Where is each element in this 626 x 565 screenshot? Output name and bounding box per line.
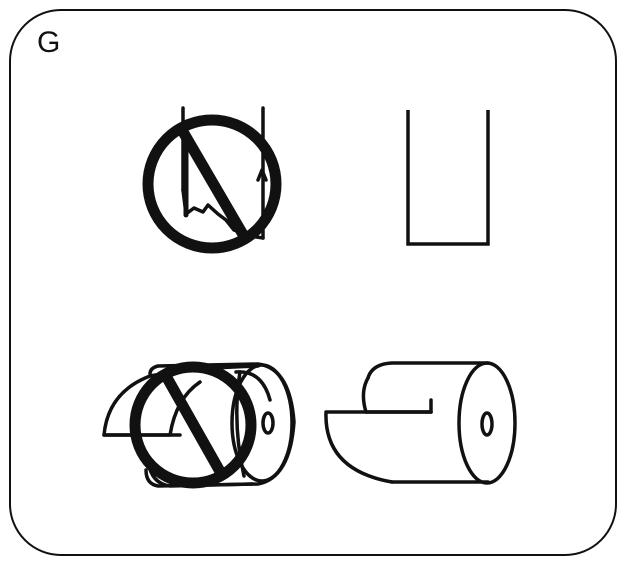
paper-torn-incorrect <box>148 108 276 248</box>
paper-straight-correct <box>408 110 488 244</box>
paper-roll-icon <box>326 363 515 483</box>
prohibited-icon <box>148 120 276 248</box>
roll-wrong-orientation <box>104 364 294 486</box>
straight-paper-icon <box>408 110 488 244</box>
roll-correct-orientation <box>326 363 515 483</box>
